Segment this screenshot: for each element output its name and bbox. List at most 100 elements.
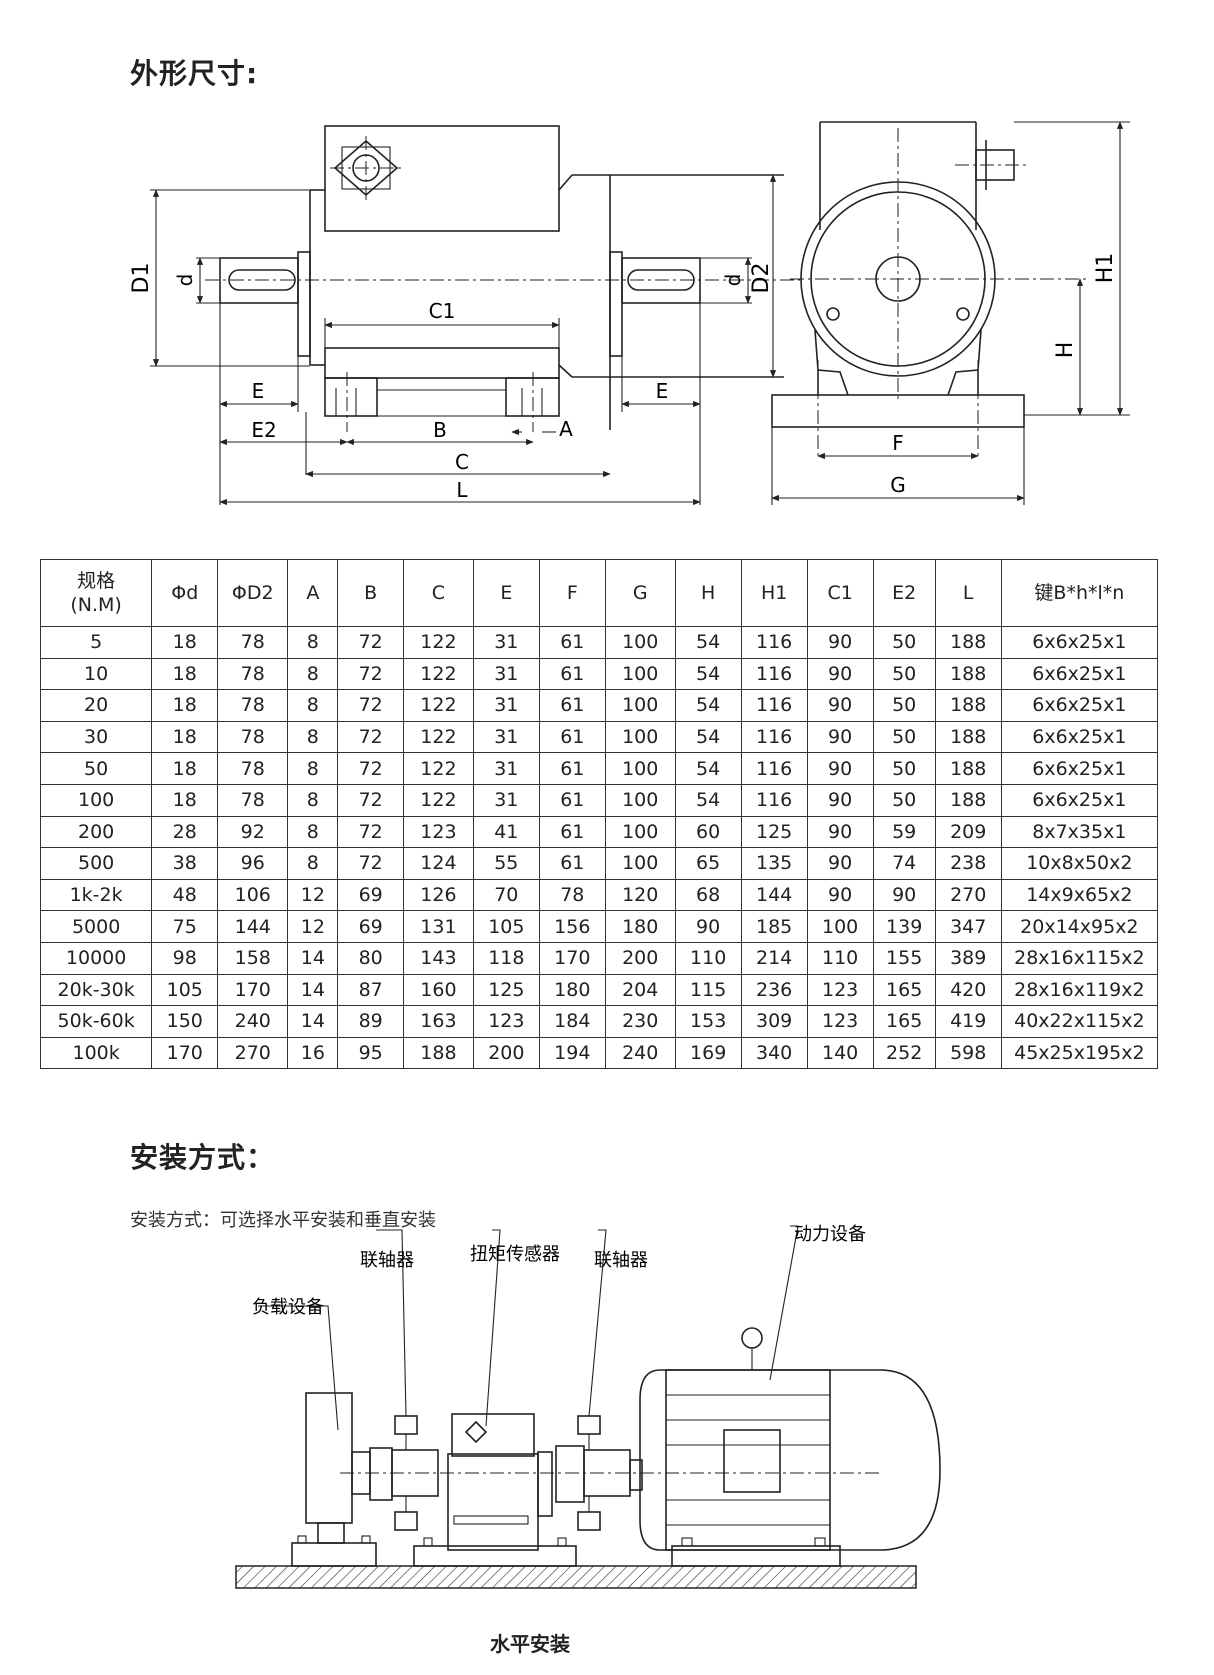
table-cell: 419 bbox=[934, 1005, 1002, 1038]
table-cell: 122 bbox=[402, 752, 474, 785]
table-cell: 50 bbox=[872, 783, 936, 817]
table-cell: 90 bbox=[806, 847, 874, 880]
table-cell: 188 bbox=[934, 720, 1002, 754]
table-cell: 10x8x50x2 bbox=[1000, 847, 1159, 880]
table-cell: 165 bbox=[872, 1005, 936, 1038]
table-cell: 100 bbox=[604, 783, 676, 817]
table-cell: 188 bbox=[934, 657, 1002, 691]
load-device bbox=[291, 1392, 377, 1567]
side-view bbox=[771, 121, 1090, 460]
table-cell: 143 bbox=[402, 941, 474, 975]
table-cell: 184 bbox=[538, 1005, 606, 1038]
table-cell: 125 bbox=[740, 815, 808, 849]
table-cell: 72 bbox=[337, 626, 404, 659]
table-cell: 214 bbox=[740, 941, 808, 975]
table-cell: 170 bbox=[217, 973, 289, 1007]
column-header: Φd bbox=[151, 559, 219, 627]
table-cell: 50 bbox=[872, 689, 936, 722]
label-B: B bbox=[433, 418, 447, 442]
table-cell: 389 bbox=[934, 941, 1002, 975]
table-cell: 123 bbox=[806, 973, 874, 1007]
table-cell: 78 bbox=[217, 752, 289, 785]
table-cell: 54 bbox=[674, 626, 742, 659]
table-cell: 87 bbox=[337, 973, 404, 1007]
table-cell: 8 bbox=[287, 657, 339, 691]
table-cell: 18 bbox=[151, 752, 219, 785]
table-cell: 90 bbox=[806, 657, 874, 691]
table-cell: 95 bbox=[337, 1036, 404, 1070]
table-cell: 110 bbox=[806, 941, 874, 975]
table-cell: 188 bbox=[934, 752, 1002, 785]
table-cell: 6x6x25x1 bbox=[1000, 720, 1159, 754]
table-cell: 170 bbox=[538, 941, 606, 975]
table-cell: 90 bbox=[806, 783, 874, 817]
table-cell: 72 bbox=[337, 815, 404, 849]
table-cell: 123 bbox=[472, 1005, 540, 1038]
table-cell: 68 bbox=[674, 878, 742, 912]
table-cell: 61 bbox=[538, 752, 606, 785]
table-cell: 122 bbox=[402, 689, 474, 722]
table-cell: 31 bbox=[472, 626, 540, 659]
installation-description: 安装方式：可选择水平安装和垂直安装 bbox=[130, 1210, 436, 1231]
table-cell: 50 bbox=[872, 752, 936, 785]
table-cell: 41 bbox=[472, 815, 540, 849]
column-header: B bbox=[337, 559, 404, 627]
table-cell: 40x22x115x2 bbox=[1000, 1005, 1159, 1038]
table-cell: 144 bbox=[740, 878, 808, 912]
label-coupling-left: 联轴器 bbox=[360, 1250, 414, 1271]
table-cell: 120 bbox=[604, 878, 676, 912]
table-cell: 116 bbox=[740, 626, 808, 659]
table-cell: 6x6x25x1 bbox=[1000, 783, 1159, 817]
table-cell: 100 bbox=[604, 847, 676, 880]
table-cell: 61 bbox=[538, 689, 606, 722]
table-cell: 50 bbox=[39, 752, 153, 785]
table-cell: 180 bbox=[604, 910, 676, 943]
table-cell: 270 bbox=[217, 1036, 289, 1070]
torque-sensor bbox=[413, 1413, 577, 1567]
table-cell: 89 bbox=[337, 1005, 404, 1038]
table-cell: 72 bbox=[337, 752, 404, 785]
table-cell: 122 bbox=[402, 720, 474, 754]
table-cell: 54 bbox=[674, 657, 742, 691]
table-cell: 158 bbox=[217, 941, 289, 975]
label-D2: D2 bbox=[749, 263, 774, 294]
label-d-left: d bbox=[173, 274, 197, 287]
table-cell: 10 bbox=[39, 657, 153, 691]
table-cell: 123 bbox=[806, 1005, 874, 1038]
table-cell: 18 bbox=[151, 783, 219, 817]
table-cell: 200 bbox=[472, 1036, 540, 1070]
label-power-device: 动力设备 bbox=[794, 1224, 866, 1245]
table-cell: 14 bbox=[287, 1005, 339, 1038]
column-header: H bbox=[674, 559, 742, 627]
front-view-dimensions: D1 d d D2 C1 E E E2 B bbox=[129, 174, 777, 506]
table-cell: 10000 bbox=[39, 941, 153, 975]
table-cell: 28x16x115x2 bbox=[1000, 941, 1159, 975]
table-cell: 5 bbox=[39, 626, 153, 659]
column-header: C1 bbox=[806, 559, 874, 627]
table-cell: 61 bbox=[538, 783, 606, 817]
table-cell: 100 bbox=[604, 657, 676, 691]
table-cell: 14 bbox=[287, 941, 339, 975]
table-cell: 50k-60k bbox=[39, 1005, 153, 1038]
table-cell: 116 bbox=[740, 657, 808, 691]
table-cell: 78 bbox=[217, 657, 289, 691]
table-cell: 31 bbox=[472, 752, 540, 785]
table-cell: 72 bbox=[337, 689, 404, 722]
table-cell: 500 bbox=[39, 847, 153, 880]
table-cell: 96 bbox=[217, 847, 289, 880]
table-cell: 420 bbox=[934, 973, 1002, 1007]
table-cell: 116 bbox=[740, 783, 808, 817]
table-cell: 75 bbox=[151, 910, 219, 943]
table-cell: 118 bbox=[472, 941, 540, 975]
label-C: C bbox=[455, 450, 469, 474]
table-cell: 5000 bbox=[39, 910, 153, 943]
table-cell: 240 bbox=[217, 1005, 289, 1038]
table-cell: 8 bbox=[287, 720, 339, 754]
table-cell: 12 bbox=[287, 910, 339, 943]
